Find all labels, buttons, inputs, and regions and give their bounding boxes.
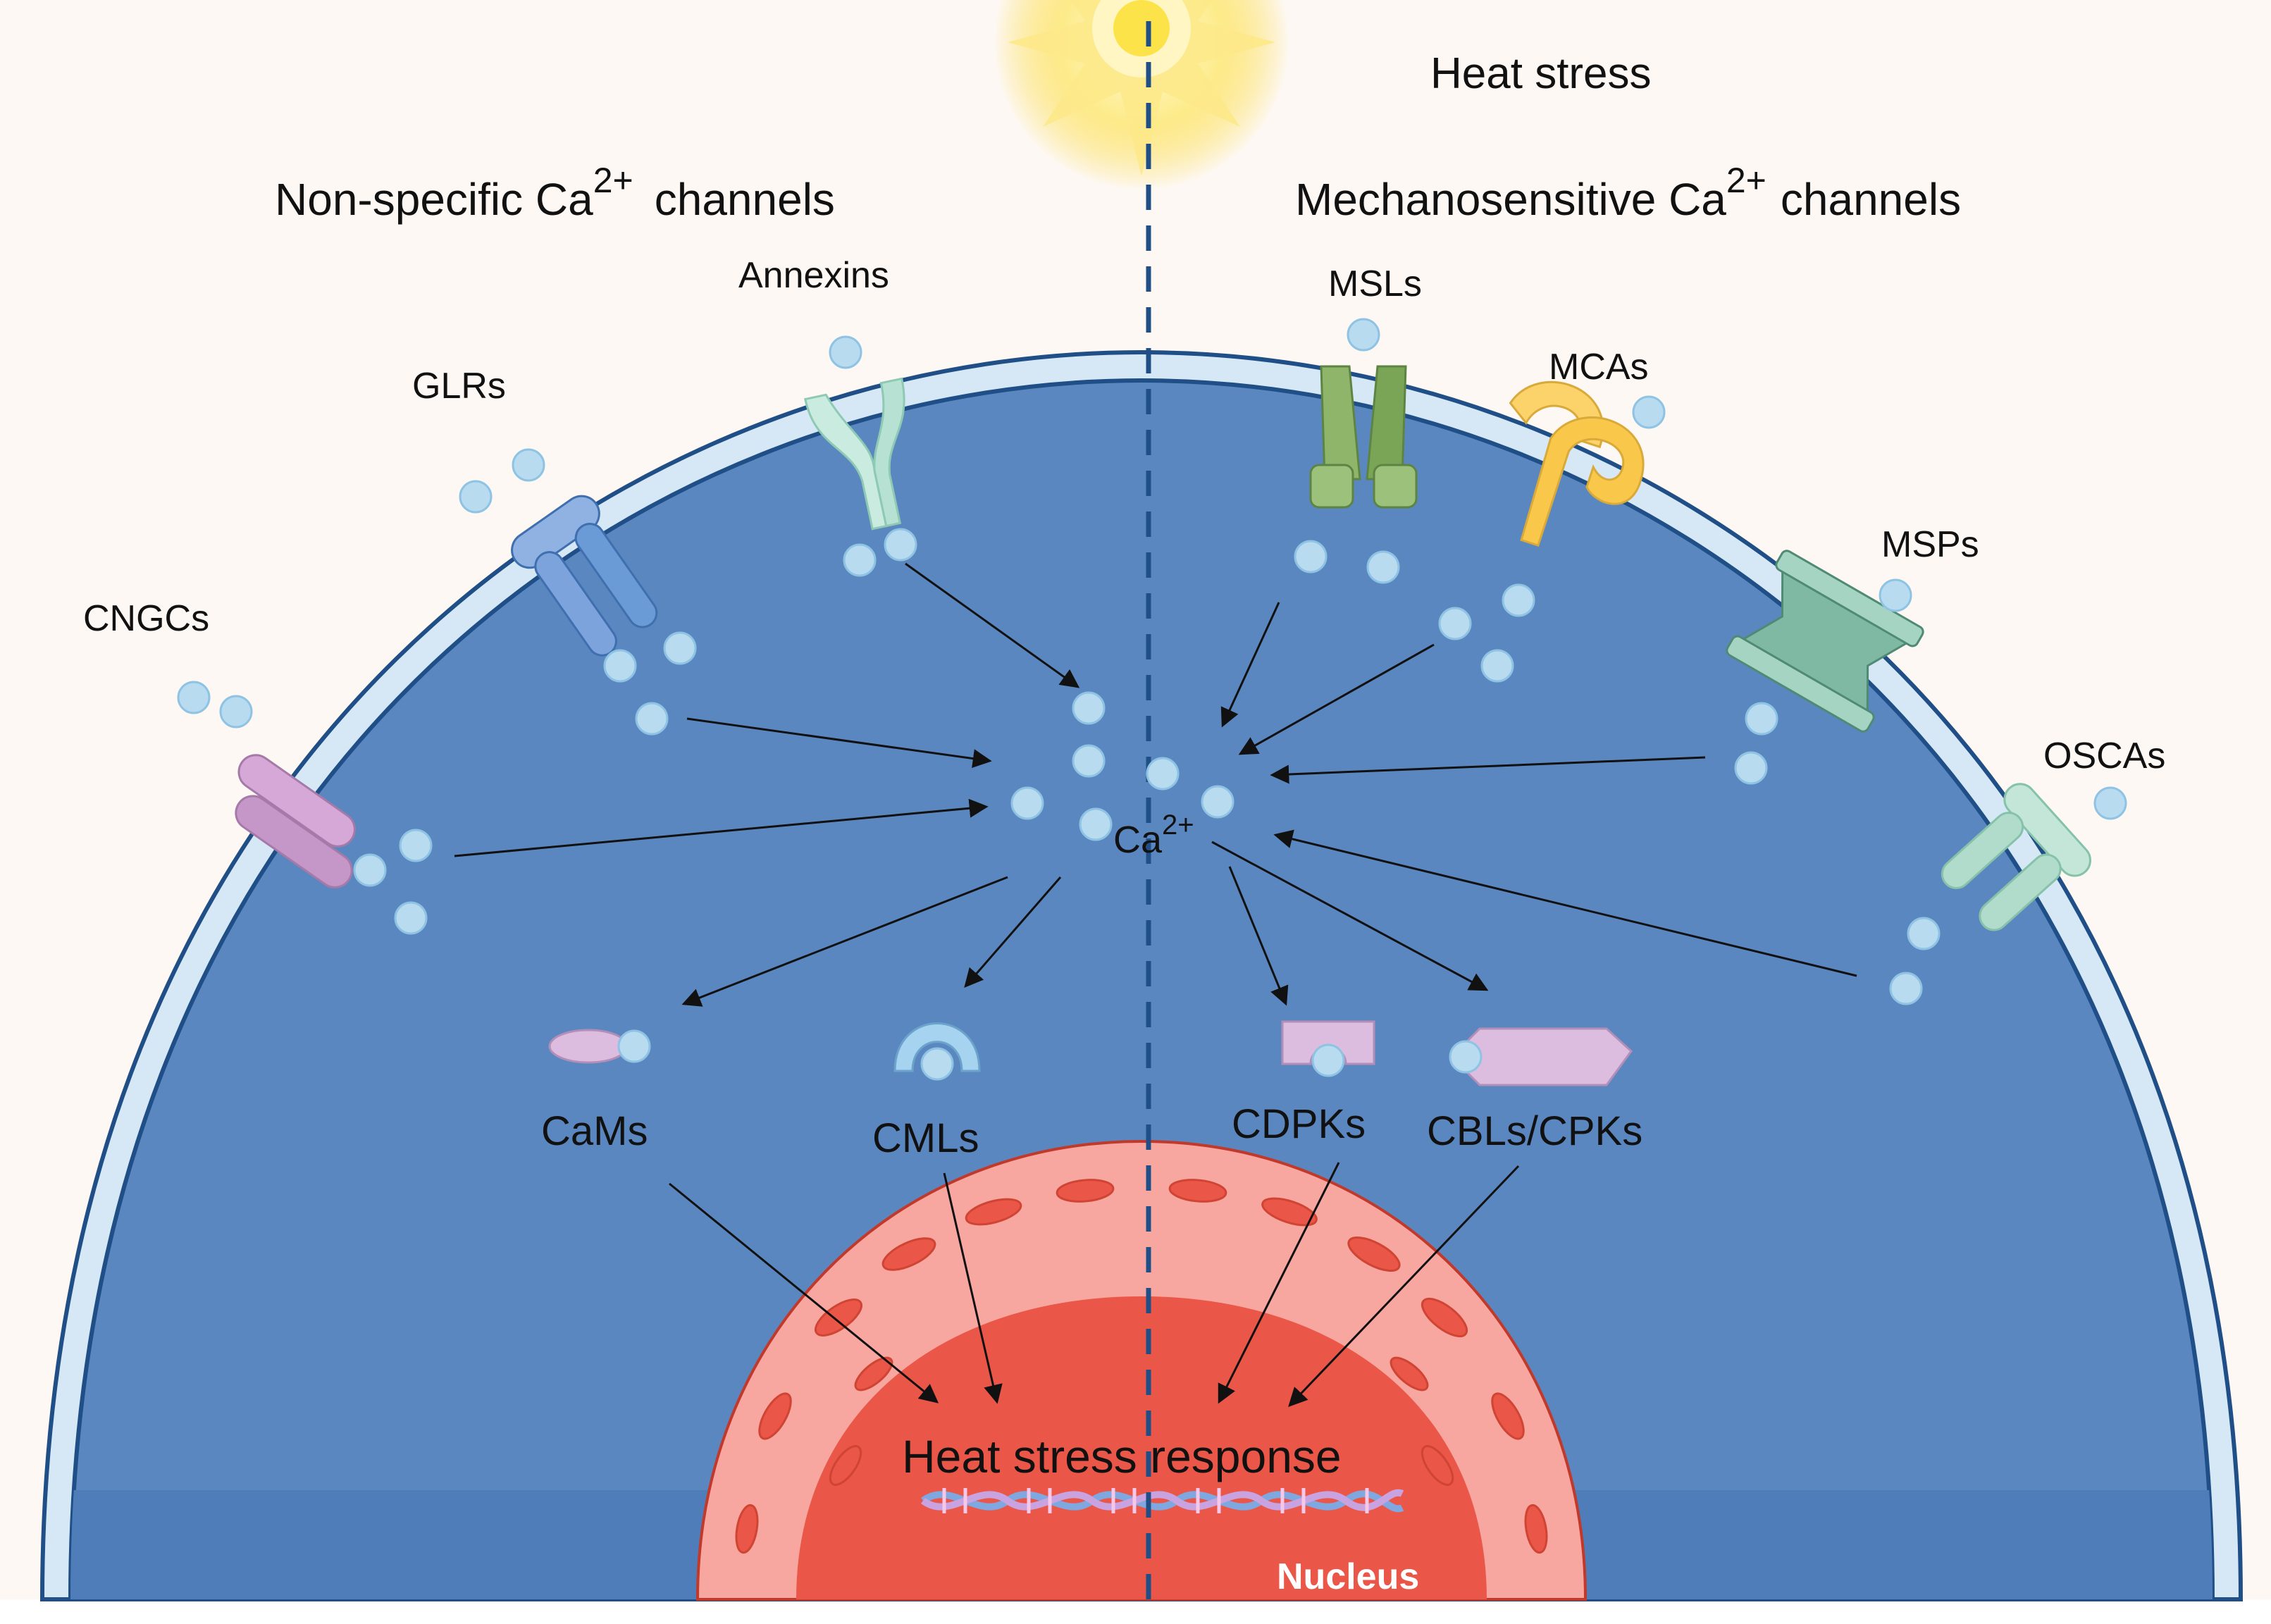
cmls-label: CMLs — [872, 1115, 979, 1161]
bottom-strip — [0, 1599, 2271, 1624]
nucleus-label: Nucleus — [1277, 1556, 1419, 1597]
heat-stress-response-label: Heat stress response — [902, 1430, 1342, 1482]
mechanosensitive-channels-heading: Mechanosensitive Ca2+channels — [1295, 161, 1961, 225]
msl-channel-icon — [1309, 365, 1418, 509]
annexins-label: Annexins — [738, 255, 889, 296]
osca-channel-icon — [1941, 783, 2091, 931]
dna-helix-icon — [921, 1488, 1404, 1513]
cbls-cpks-label: CBLs/CPKs — [1427, 1108, 1642, 1154]
cngc-channel-icon — [235, 754, 356, 888]
glrs-label: GLRs — [412, 366, 506, 407]
svg-text:Non-specific Ca2+channels: Non-specific Ca2+channels — [275, 161, 835, 225]
heat-stress-label: Heat stress — [1430, 49, 1652, 98]
sun-icon — [994, 0, 1289, 190]
cngcs-label: CNGCs — [83, 598, 209, 639]
mca-channel-icon — [1509, 380, 1645, 547]
calcium-center-label: Ca2+ — [1113, 810, 1194, 861]
nucleus — [695, 1139, 1588, 1601]
cams-label: CaMs — [541, 1108, 648, 1154]
msps-label: MSPs — [1881, 524, 1979, 565]
signal-arrows — [454, 562, 1857, 1407]
calcium-ions — [177, 318, 2127, 1081]
msp-channel-icon — [1726, 550, 1924, 733]
glr-channel-icon — [511, 495, 658, 657]
cml-sensor-icon — [893, 1022, 981, 1072]
nonspecific-channels-heading: Non-specific Ca2+channels — [275, 161, 835, 225]
cam-sensor-icon — [548, 1029, 629, 1064]
annexin-channel-icon — [804, 377, 905, 531]
oscas-label: OSCAs — [2043, 736, 2165, 776]
svg-text:Ca2+: Ca2+ — [1113, 810, 1194, 861]
cdpks-label: CDPKs — [1232, 1101, 1366, 1147]
mcas-label: MCAs — [1549, 347, 1649, 388]
cytoplasm — [68, 378, 2215, 1601]
msls-label: MSLs — [1328, 264, 1422, 304]
svg-text:Mechanosensitive Ca2+channels: Mechanosensitive Ca2+channels — [1295, 161, 1961, 225]
